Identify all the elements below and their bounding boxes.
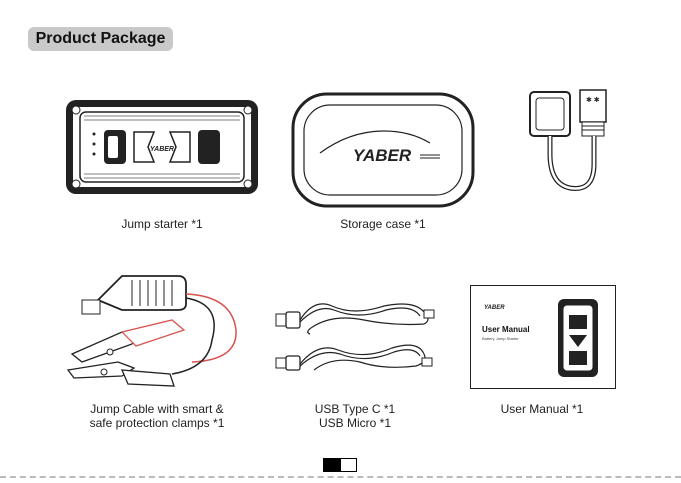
car-charger-adapter-illustration: ✱ ✱ bbox=[510, 88, 620, 206]
svg-text:YABER: YABER bbox=[484, 305, 505, 311]
svg-text:YABER: YABER bbox=[150, 146, 174, 153]
caption-jump-cable-line1: Jump Cable with smart & bbox=[82, 402, 232, 416]
case-logo: YABER bbox=[353, 146, 412, 165]
page-indicator-fill bbox=[324, 459, 341, 471]
page-indicator bbox=[323, 458, 357, 472]
svg-text:User Manual: User Manual bbox=[482, 325, 530, 334]
jump-starter-illustration: YABER bbox=[64, 98, 260, 196]
caption-usb-line2: USB Micro *1 bbox=[300, 416, 410, 430]
section-title-badge: Product Package bbox=[28, 27, 173, 51]
bottom-dashed-rule bbox=[0, 476, 681, 478]
user-manual-illustration: YABER User Manual Battery Jump Starter bbox=[470, 285, 616, 389]
usb-cables-illustration bbox=[274, 290, 440, 382]
caption-jump-starter: Jump starter *1 bbox=[100, 217, 224, 231]
caption-usb-cables: USB Type C *1 USB Micro *1 bbox=[300, 402, 410, 430]
caption-usb-line1: USB Type C *1 bbox=[300, 402, 410, 416]
caption-jump-cable-line2: safe protection clamps *1 bbox=[82, 416, 232, 430]
caption-storage-case: Storage case *1 bbox=[328, 217, 438, 231]
caption-jump-cable: Jump Cable with smart & safe protection … bbox=[82, 402, 232, 430]
storage-case-illustration: YABER bbox=[290, 91, 476, 209]
svg-text:Battery Jump Starter: Battery Jump Starter bbox=[482, 336, 519, 341]
jump-cable-clamps-illustration bbox=[62, 270, 248, 394]
caption-user-manual: User Manual *1 bbox=[487, 402, 597, 416]
svg-text:✱ ✱: ✱ ✱ bbox=[586, 96, 600, 104]
